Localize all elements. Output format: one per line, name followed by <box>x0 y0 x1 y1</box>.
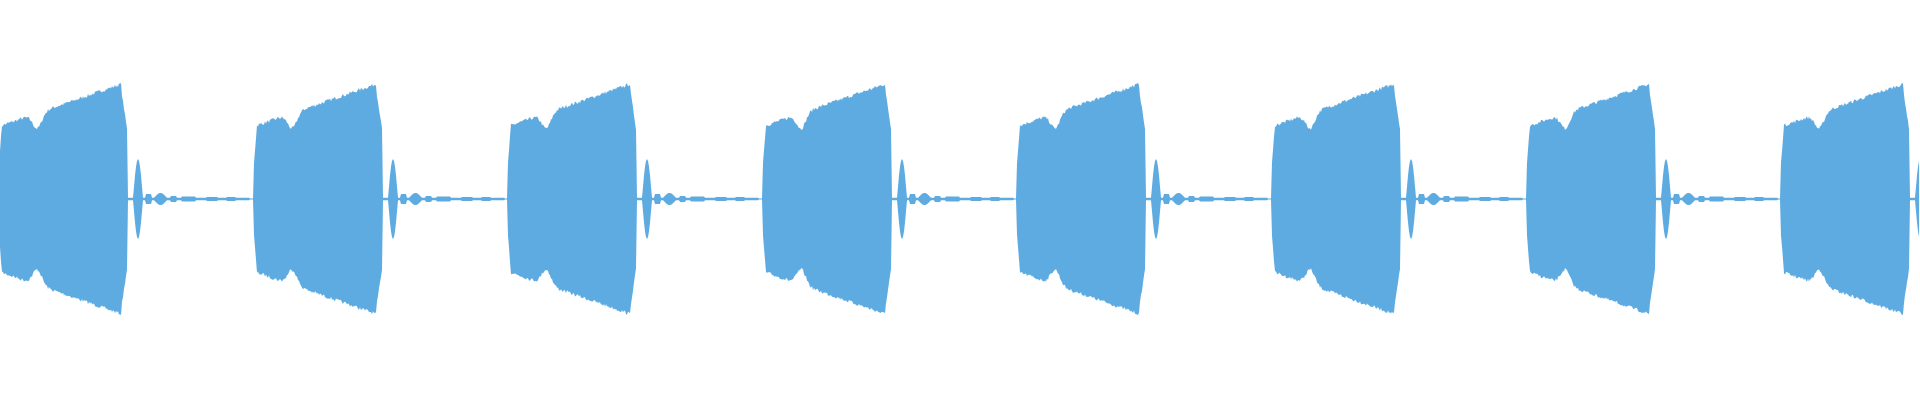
waveform-shape <box>0 82 1919 316</box>
waveform-bursts <box>0 82 1919 316</box>
